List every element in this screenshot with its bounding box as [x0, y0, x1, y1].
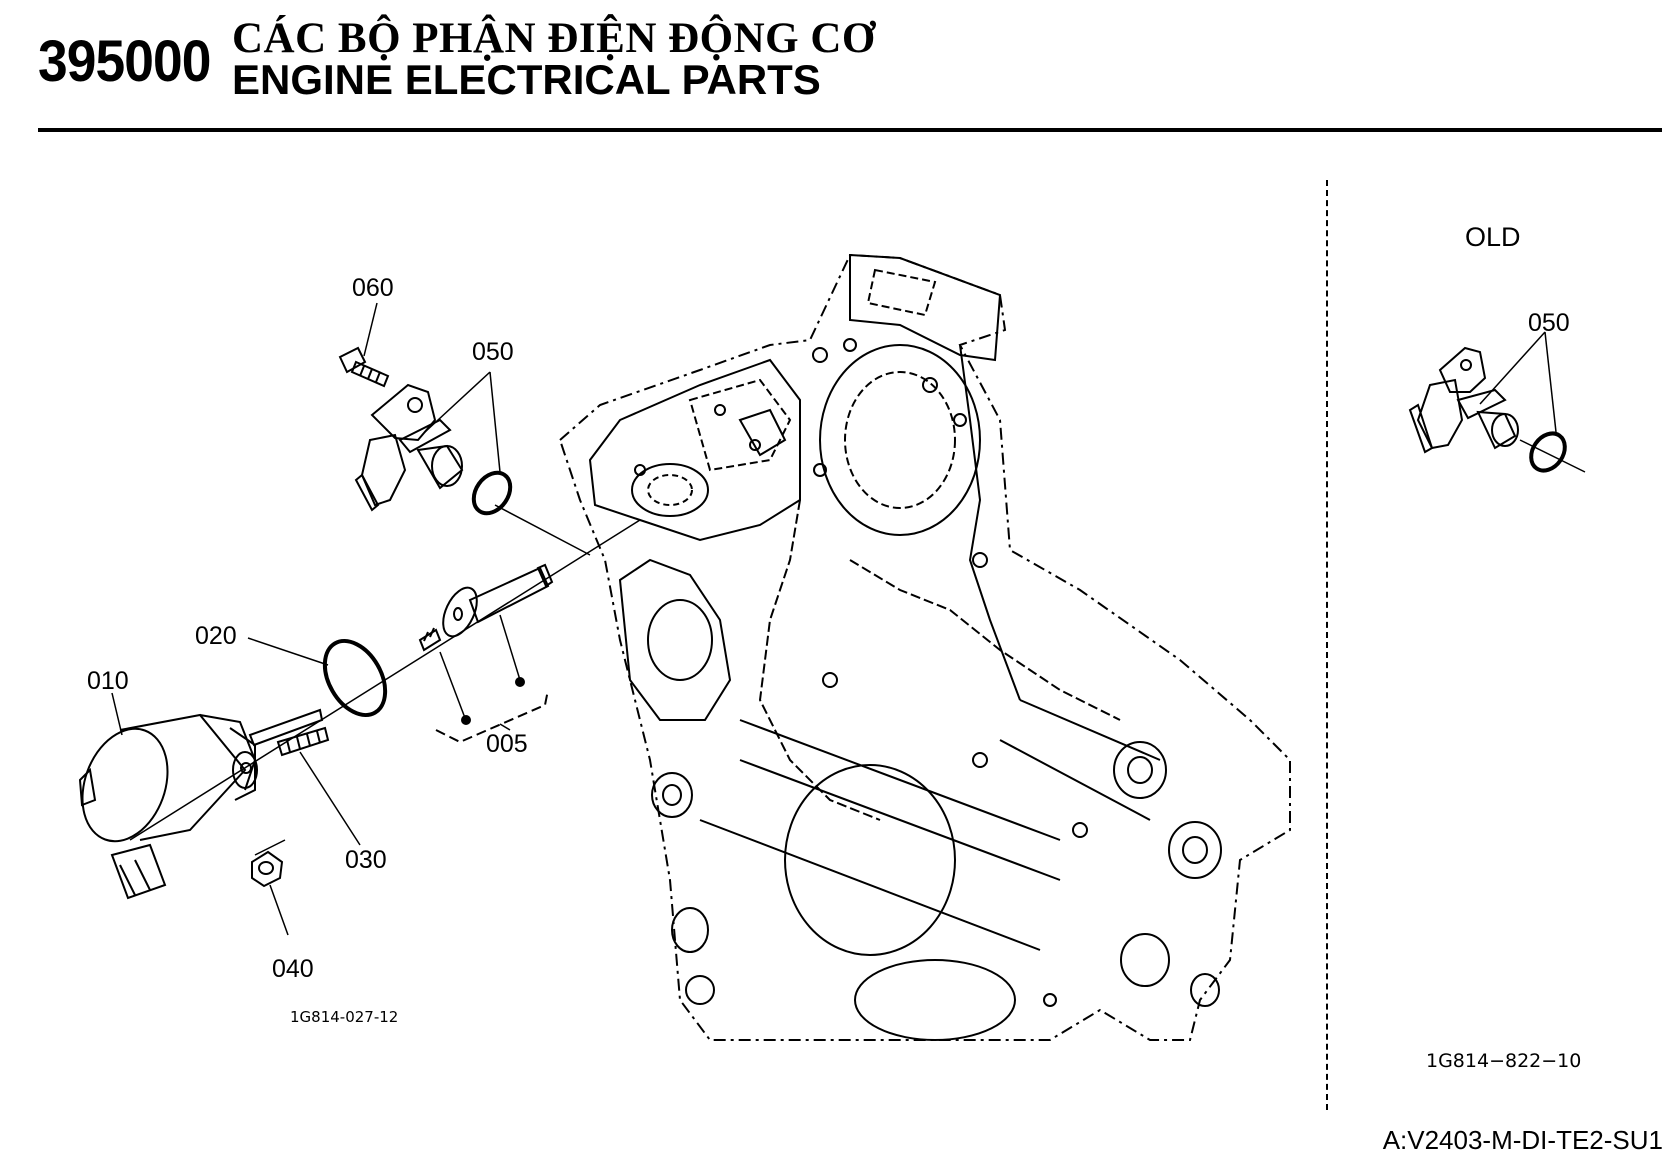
old-section-divider	[1326, 180, 1328, 1110]
page-title-english: ENGINE ELECTRICAL PARTS	[232, 56, 821, 103]
old-axis-line	[1519, 439, 1586, 473]
old-o-ring-050	[1529, 431, 1567, 473]
nut-040	[251, 850, 284, 888]
model-code: A:V2403-M-DI-TE2-SU1	[1382, 1125, 1663, 1155]
page-title-vietnamese: CÁC BỘ PHẬN ĐIỆN ĐỘNG CƠ	[232, 15, 876, 62]
o-ring-050	[471, 470, 513, 516]
shaft-assembly-005	[418, 563, 554, 744]
header-rule	[38, 128, 1662, 132]
o-ring-020	[322, 639, 388, 717]
leader-lines	[111, 302, 1557, 936]
callout-005: 005	[486, 730, 528, 758]
callout-050: 050	[472, 338, 514, 366]
callout-060: 060	[352, 274, 394, 302]
section-code: 395000	[38, 29, 211, 94]
assembly-axis-lines	[129, 504, 641, 841]
bolt-060	[338, 346, 390, 388]
callout-020: 020	[195, 622, 237, 650]
sensor-050	[354, 383, 464, 512]
gear-case-housing	[558, 253, 1291, 1041]
old-callout-050: 050	[1528, 309, 1570, 337]
callout-010: 010	[87, 667, 129, 695]
callout-030: 030	[345, 846, 387, 874]
figure-reference-left: 1G814-027-12	[290, 1008, 399, 1026]
actuator-010	[78, 708, 330, 900]
callout-040: 040	[272, 955, 314, 983]
old-sensor-050	[1408, 346, 1519, 454]
old-section-label: OLD	[1465, 222, 1521, 252]
figure-reference-right: 1G814−822−10	[1426, 1050, 1582, 1072]
